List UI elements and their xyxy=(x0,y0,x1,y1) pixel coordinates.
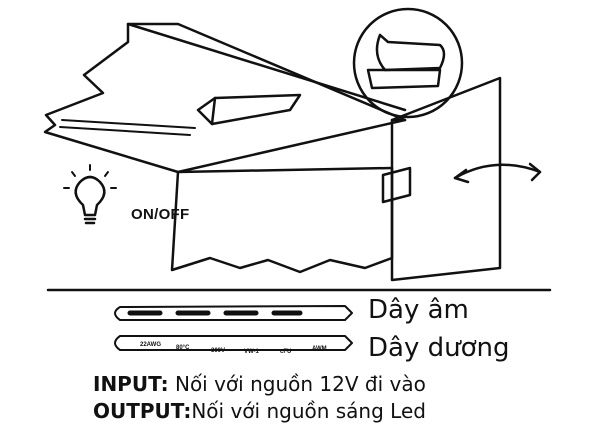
negative-wire xyxy=(114,305,353,321)
sensor-module xyxy=(196,93,302,126)
lightbulb-icon xyxy=(63,164,117,225)
wire-print-4: cFU xyxy=(280,349,291,355)
input-key: INPUT: xyxy=(93,372,169,396)
wire-print-3: VW-1 xyxy=(244,349,260,355)
output-text: Nối với nguồn sáng Led xyxy=(191,399,426,423)
negative-wire-label: Dây âm xyxy=(368,295,469,325)
wire-print-0: 22AWG xyxy=(140,342,161,348)
cabinet-door xyxy=(390,76,502,282)
wire-print-1: 80°C xyxy=(176,345,190,351)
input-text: Nối với nguồn 12V đi vào xyxy=(168,372,426,396)
positive-wire xyxy=(114,335,353,351)
cabinet-front xyxy=(170,166,394,274)
output-key: OUTPUT: xyxy=(93,399,192,423)
swing-arrow-icon xyxy=(453,163,542,180)
door-sensor xyxy=(381,166,412,204)
switch-label: ON/OFF xyxy=(131,206,190,223)
output-note: OUTPUT:Nối với nguồn sáng Led xyxy=(93,399,426,423)
wire-print-5: AWM xyxy=(312,346,327,352)
cabinet-underside xyxy=(43,22,407,174)
positive-wire-label: Dây dương xyxy=(368,333,510,363)
input-note: INPUT: Nối với nguồn 12V đi vào xyxy=(93,372,426,396)
zoom-detail-icon xyxy=(352,7,464,119)
wire-print-2: 300V xyxy=(211,348,225,354)
led-strip xyxy=(61,119,196,129)
